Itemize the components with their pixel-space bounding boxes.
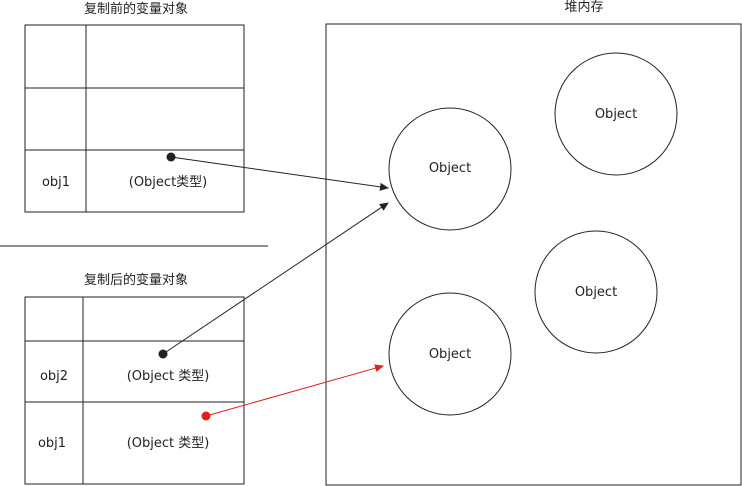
heap-object-label: Object (429, 161, 471, 176)
before-title: 复制前的变量对象 (84, 1, 188, 17)
pointer-after-obj1 (201, 364, 384, 421)
heap-object-label: Object (595, 107, 637, 122)
after-title: 复制后的变量对象 (84, 272, 188, 288)
before-row-obj1-name: obj1 (42, 175, 70, 190)
pointer-after-obj2 (158, 202, 389, 359)
heap-object-circle (388, 107, 512, 231)
heap-object-label: Object (429, 347, 471, 362)
heap-box (325, 23, 742, 486)
after-row-obj1-name: obj1 (38, 436, 66, 451)
after-row-obj2-value: (Object 类型) (127, 369, 210, 384)
heap-title: 堆内存 (564, 0, 603, 15)
heap-object-label: Object (575, 285, 617, 300)
after-row-obj2-name: obj2 (40, 369, 68, 384)
heap-object-circle (554, 52, 678, 176)
before-table (24, 24, 245, 213)
after-table (24, 296, 245, 485)
pointer-before-obj1 (166, 152, 389, 191)
before-row-obj1-value: (Object类型) (129, 175, 207, 190)
heap-object-circle (534, 230, 658, 354)
heap-object-circle (388, 292, 512, 416)
after-row-obj1-value: (Object 类型) (127, 436, 210, 451)
